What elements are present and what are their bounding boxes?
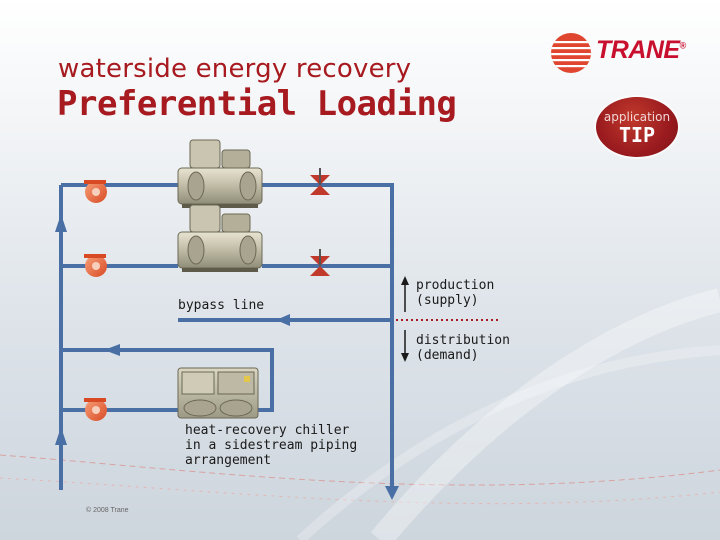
- flow-arrow-icon: [276, 314, 290, 326]
- production-supply-label: production (supply): [416, 278, 495, 308]
- chiller-icon: [177, 204, 263, 272]
- tip-badge-caption: application: [603, 110, 671, 124]
- bypass-line-label: bypass line: [178, 298, 265, 313]
- production-arrow-icon: [401, 276, 409, 312]
- slide-subtitle: waterside energy recovery: [58, 54, 412, 84]
- heat-recovery-chiller-label: heat-recovery chiller in a sidestream pi…: [185, 423, 358, 468]
- pump-icon: [84, 180, 107, 203]
- flow-arrow-icon: [104, 344, 120, 356]
- flow-arrow-icon: [385, 486, 399, 500]
- tip-badge-label: TIP: [618, 123, 656, 147]
- flow-arrow-icon: [55, 214, 67, 232]
- pipe-network: [59, 183, 394, 490]
- trane-logo-icon: [551, 33, 591, 73]
- heat-recovery-loop: [61, 348, 274, 412]
- slide-title: Preferential Loading: [57, 84, 457, 124]
- valve-icon: [310, 168, 330, 195]
- heat-recovery-chiller-icon: [177, 367, 259, 419]
- application-tip-badge: application TIP: [596, 97, 678, 157]
- pump-icon: [84, 398, 107, 421]
- distribution-arrow-icon: [401, 330, 409, 362]
- trane-wordmark-text: TRANE: [596, 36, 680, 64]
- supply-loop-top: [61, 183, 394, 490]
- pump-icon: [84, 254, 107, 277]
- distribution-demand-label: distribution (demand): [416, 333, 510, 363]
- trane-wordmark: TRANE®: [596, 36, 686, 65]
- flow-arrow-icon: [55, 427, 67, 445]
- chiller-icon: [177, 139, 263, 208]
- trademark-mark: ®: [679, 40, 687, 51]
- copyright-notice: © 2008 Trane: [86, 507, 129, 514]
- valve-icon: [310, 249, 330, 276]
